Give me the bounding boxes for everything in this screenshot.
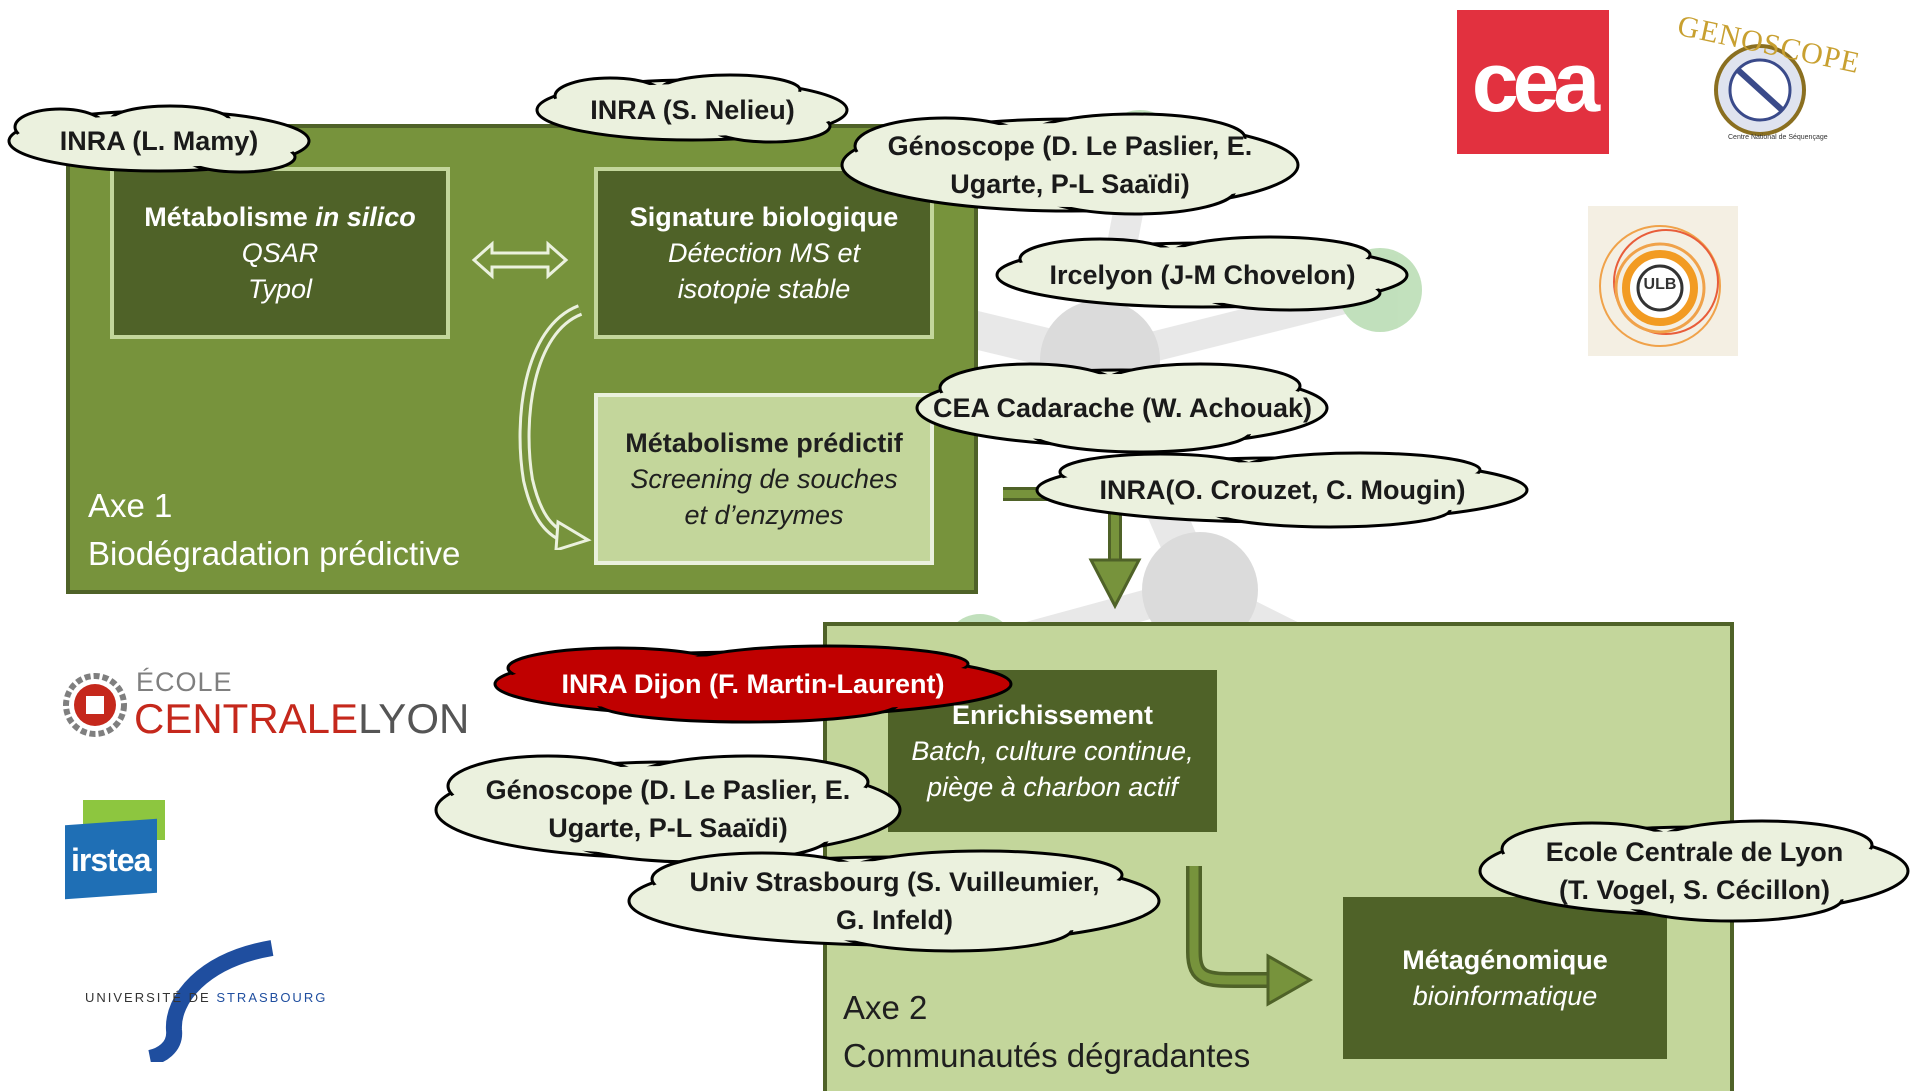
box-line: bioinformatique xyxy=(1412,981,1598,1011)
title-plain: Métabolisme xyxy=(144,202,316,232)
centrale-emblem-icon xyxy=(63,673,127,737)
axis1-title: Axe 1 xyxy=(88,487,173,524)
axis1-label: Axe 1 Biodégradation prédictive xyxy=(88,482,460,578)
box-signature-biologique: Signature biologique Détection MS et iso… xyxy=(594,167,934,339)
cloud-shape xyxy=(1035,451,1529,529)
genoscope-subtitle: Centre National de Séquençage xyxy=(1728,134,1828,141)
partner-cloud-inra-mamy: INRA (L. Mamy) xyxy=(0,104,318,177)
cloud-shape xyxy=(535,73,849,144)
cloud-shape xyxy=(627,849,1161,953)
partner-line: Ircelyon (J-M Chovelon) xyxy=(1049,260,1356,290)
partner-text: Génoscope (D. Le Paslier, E. Ugarte, P-L … xyxy=(835,110,1305,220)
cloud-shape xyxy=(7,104,311,174)
partner-text: INRA(O. Crouzet, C. Mougin) xyxy=(1030,450,1535,530)
axis2-title: Axe 2 xyxy=(843,989,928,1026)
partner-line: Univ Strasbourg (S. Vuilleumier, xyxy=(689,867,1100,897)
partner-cloud-inra-crouzet: INRA(O. Crouzet, C. Mougin) xyxy=(1030,450,1535,530)
box-title: Métabolisme prédictif xyxy=(625,428,903,458)
box-title: Métagénomique xyxy=(1402,945,1608,975)
partner-line: Ugarte, P-L Saaïdi) xyxy=(950,169,1190,199)
partner-cloud-inra-nelieu: INRA (S. Nelieu) xyxy=(530,73,855,146)
cloud-shape xyxy=(493,644,1013,724)
box-line: QSAR xyxy=(241,238,319,268)
box-line: Typol xyxy=(247,274,313,304)
box-line: Détection MS et xyxy=(667,238,861,268)
box-metabolisme-in-silico: Métabolisme in silico QSAR Typol xyxy=(110,167,450,339)
axis2-label: Axe 2 Communautés dégradantes xyxy=(843,984,1250,1080)
partner-line: INRA Dijon (F. Martin-Laurent) xyxy=(561,669,945,699)
cloud-shape xyxy=(915,362,1329,454)
ulb-emblem-icon xyxy=(1599,225,1721,347)
partner-cloud-ecole-centrale: Ecole Centrale de Lyon (T. Vogel, S. Céci… xyxy=(1472,815,1917,927)
box-line: Screening de souches xyxy=(630,464,898,494)
cloud-shape xyxy=(434,754,902,864)
partner-text: INRA (L. Mamy) xyxy=(0,105,318,177)
partner-cloud-cea-cadarache: CEA Cadarache (W. Achouak) xyxy=(910,360,1335,455)
strasbourg-swoosh-icon xyxy=(148,940,274,1066)
box-line: Batch, culture continue, xyxy=(911,736,1194,766)
genoscope-emblem-icon xyxy=(1714,44,1806,136)
centrale-main-text: CENTRALE xyxy=(134,695,359,742)
strasbourg-name: UNIVERSITÉ DE STRASBOURG xyxy=(85,990,327,1005)
cloud-shape xyxy=(1478,819,1910,923)
partner-cloud-univ-strasbourg: Univ Strasbourg (S. Vuilleumier, G. Infel… xyxy=(622,845,1167,957)
strasbourg-text-b: STRASBOURG xyxy=(216,990,328,1005)
box-line: et d’enzymes xyxy=(684,500,844,530)
partner-text: CEA Cadarache (W. Achouak) xyxy=(910,360,1335,455)
partner-cloud-ircelyon: Ircelyon (J-M Chovelon) xyxy=(990,235,1415,315)
partner-text: Génoscope (D. Le Paslier, E. Ugarte, P-L … xyxy=(428,750,908,868)
irstea-logo: irstea xyxy=(65,800,165,900)
partner-text: Ecole Centrale de Lyon (T. Vogel, S. Céci… xyxy=(1472,815,1917,927)
centrale-name: CENTRALELYON xyxy=(134,695,469,743)
partner-line: (T. Vogel, S. Cécillon) xyxy=(1558,875,1831,905)
box-title: Signature biologique xyxy=(629,202,899,232)
axis1-subtitle: Biodégradation prédictive xyxy=(88,535,461,572)
box-line: isotopie stable xyxy=(677,274,851,304)
cea-logo-text: cea xyxy=(1471,34,1600,129)
centrale-ecole-text: ÉCOLE xyxy=(136,667,233,697)
partner-line: Génoscope (D. Le Paslier, E. xyxy=(485,775,851,805)
ulb-text: ULB xyxy=(1643,276,1677,293)
partner-cloud-genoscope-top: Génoscope (D. Le Paslier, E. Ugarte, P-L … xyxy=(835,110,1305,220)
bent-arrow-icon xyxy=(1186,866,1314,1007)
partner-line: INRA (L. Mamy) xyxy=(59,126,259,156)
ulb-logo: ULB xyxy=(1588,206,1738,356)
partner-text: INRA (S. Nelieu) xyxy=(530,74,855,146)
ecole-centrale-lyon-logo: ÉCOLE CENTRALELYON xyxy=(62,667,469,747)
partner-line: Ecole Centrale de Lyon xyxy=(1545,837,1844,867)
irstea-text: irstea xyxy=(71,842,151,878)
partner-line: G. Infeld) xyxy=(836,905,953,935)
title-italic: in silico xyxy=(315,202,416,232)
partner-line: Ugarte, P-L Saaïdi) xyxy=(548,813,788,843)
strasbourg-text-a: UNIVERSITÉ DE xyxy=(85,990,211,1005)
partner-line: CEA Cadarache (W. Achouak) xyxy=(932,392,1313,423)
partner-text: INRA Dijon (F. Martin-Laurent) xyxy=(488,642,1018,726)
partner-cloud-inra-dijon: INRA Dijon (F. Martin-Laurent) xyxy=(488,642,1018,726)
partner-line: Génoscope (D. Le Paslier, E. xyxy=(887,131,1253,161)
box-metagenomique: Métagénomique bioinformatique xyxy=(1339,893,1671,1063)
cea-logo: cea xyxy=(1457,10,1609,154)
cloud-shape xyxy=(840,112,1300,216)
partner-text: Ircelyon (J-M Chovelon) xyxy=(990,235,1415,315)
box-metabolisme-predictif: Métabolisme prédictif Screening de souch… xyxy=(594,393,934,565)
partner-line: INRA(O. Crouzet, C. Mougin) xyxy=(1099,475,1466,505)
partner-line: INRA (S. Nelieu) xyxy=(590,95,795,125)
cloud-shape xyxy=(995,235,1409,312)
box-title: Enrichissement xyxy=(951,700,1154,730)
partner-cloud-genoscope-bottom: Génoscope (D. Le Paslier, E. Ugarte, P-L … xyxy=(428,750,908,868)
centrale-city-text: LYON xyxy=(358,695,470,742)
partner-text: Univ Strasbourg (S. Vuilleumier, G. Infel… xyxy=(622,845,1167,957)
genoscope-logo: GENOSCOPE Centre National de Séquençage xyxy=(1668,9,1864,150)
box-line: piège à charbon actif xyxy=(927,772,1178,802)
universite-strasbourg-logo: UNIVERSITÉ DE STRASBOURG xyxy=(82,940,362,1066)
curved-arrow-icon xyxy=(518,304,592,550)
box-title: Métabolisme in silico xyxy=(114,199,446,235)
double-arrow-icon xyxy=(471,240,569,280)
axis2-subtitle: Communautés dégradantes xyxy=(843,1037,1251,1074)
